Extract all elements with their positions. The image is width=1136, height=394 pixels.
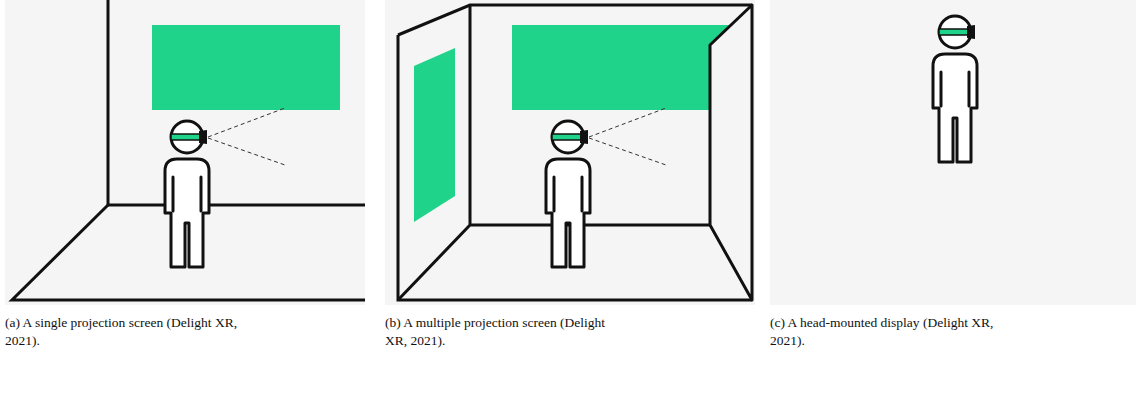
- projection-screen: [414, 48, 455, 222]
- projection-screen: [152, 25, 340, 110]
- user-figure: [546, 121, 590, 267]
- multi-screen-scene: [385, 0, 755, 305]
- subfigure-caption: (b) A multiple projection screen (Deligh…: [385, 314, 621, 349]
- subfigure-caption: (c) A head-mounted display (Delight XR, …: [770, 314, 1006, 349]
- hmd-scene: [770, 0, 1136, 305]
- user-figure: [165, 121, 209, 267]
- single-screen-scene: [5, 0, 365, 305]
- user-figure: [933, 16, 977, 162]
- subfigure-caption: (a) A single projection screen (Delight …: [5, 314, 241, 349]
